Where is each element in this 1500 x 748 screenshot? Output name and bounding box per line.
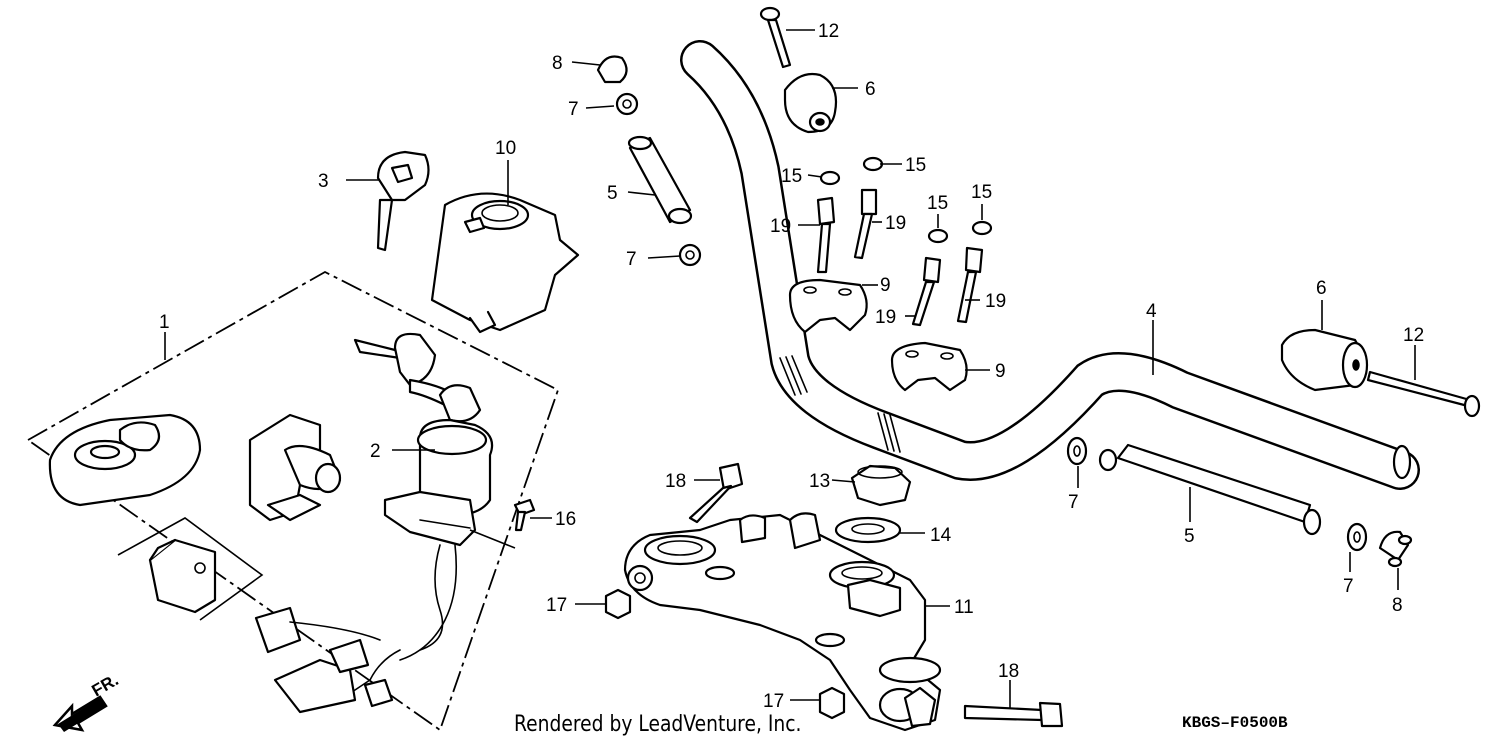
long-screw-top <box>759 6 792 69</box>
callout-6b: 6 <box>1316 278 1327 299</box>
callout-16: 16 <box>555 509 576 530</box>
callout-9b: 9 <box>995 361 1006 382</box>
callout-7c: 7 <box>1068 492 1079 513</box>
holder-upper-1 <box>788 278 868 334</box>
key <box>376 150 430 252</box>
callout-10: 10 <box>495 138 516 159</box>
callout-15b: 15 <box>905 155 926 176</box>
nut <box>850 464 912 507</box>
ignition-keys <box>353 332 482 446</box>
washer <box>834 516 902 544</box>
kit-subbox <box>117 517 264 621</box>
toothed-washer-1 <box>615 92 639 116</box>
flange-nut-1 <box>604 588 632 620</box>
seat-lock <box>248 413 342 522</box>
flange-washer-1 <box>819 170 841 186</box>
holder-bolt-3 <box>911 256 942 327</box>
callout-17b: 17 <box>763 691 784 712</box>
direction-label: FR. <box>89 670 122 700</box>
holder-upper-2 <box>890 341 968 392</box>
toothed-washer-3 <box>1066 436 1088 466</box>
callout-19d: 19 <box>985 291 1006 312</box>
flange-nut-2 <box>818 686 846 720</box>
holder-bolt-1 <box>816 196 836 274</box>
long-screw-right <box>1366 370 1481 418</box>
callout-17a: 17 <box>546 595 567 616</box>
bar-end-weight-top <box>783 72 838 134</box>
callout-13: 13 <box>809 471 830 492</box>
diagram-code: KBGS–F0500B <box>1182 714 1288 732</box>
callout-5a: 5 <box>607 183 618 204</box>
holder-bolt-2 <box>853 188 878 260</box>
callout-4: 4 <box>1146 301 1157 322</box>
callout-15a: 15 <box>781 166 802 187</box>
callout-15d: 15 <box>971 182 992 203</box>
flange-bolt-top <box>688 462 744 524</box>
callout-12a: 12 <box>818 21 839 42</box>
callout-18b: 18 <box>998 661 1019 682</box>
callout-3: 3 <box>318 171 329 192</box>
handlebar <box>680 40 1420 490</box>
callout-12b: 12 <box>1403 325 1424 346</box>
callout-19c: 19 <box>875 307 896 328</box>
key-cover <box>430 192 580 334</box>
toothed-washer-4 <box>1346 522 1368 552</box>
kit-outline <box>26 270 560 732</box>
callout-8a: 8 <box>552 53 563 74</box>
leader-lines <box>346 29 1416 708</box>
screw-16 <box>513 498 536 532</box>
clip-top <box>596 55 628 84</box>
flange-washer-3 <box>927 228 949 244</box>
credit-text: Rendered by LeadVenture, Inc. <box>514 712 802 737</box>
callout-7d: 7 <box>1343 576 1354 597</box>
front-direction-arrow-icon: FR. <box>52 670 122 732</box>
grip-sleeve-top <box>627 135 693 225</box>
callout-15c: 15 <box>927 193 948 214</box>
ignition-switch <box>254 418 516 714</box>
callout-19a: 19 <box>770 216 791 237</box>
flange-bolt-bottom <box>963 701 1064 728</box>
callouts: 1 2 3 4 5 5 6 6 7 7 7 7 8 8 9 9 10 11 12… <box>159 21 1424 712</box>
holder-bolt-4 <box>956 246 984 324</box>
callout-14: 14 <box>930 525 952 546</box>
steering-bridge <box>623 512 942 732</box>
callout-2: 2 <box>370 441 381 462</box>
callout-8b: 8 <box>1392 595 1403 616</box>
callout-11: 11 <box>954 597 974 618</box>
callout-19b: 19 <box>885 213 906 234</box>
callout-1: 1 <box>159 312 170 333</box>
flange-washer-4 <box>971 220 993 236</box>
callout-7a: 7 <box>568 99 579 120</box>
grip-sleeve-right <box>1098 443 1322 536</box>
callout-6a: 6 <box>865 79 876 100</box>
cover-plate <box>48 413 202 507</box>
flange-washer-2 <box>862 156 884 172</box>
bar-end-weight-right <box>1280 328 1369 392</box>
clip-right <box>1378 530 1413 568</box>
toothed-washer-2 <box>678 243 702 267</box>
callout-9a: 9 <box>880 275 891 296</box>
callout-5b: 5 <box>1184 526 1195 547</box>
callout-7b: 7 <box>626 249 637 270</box>
callout-18a: 18 <box>665 471 686 492</box>
